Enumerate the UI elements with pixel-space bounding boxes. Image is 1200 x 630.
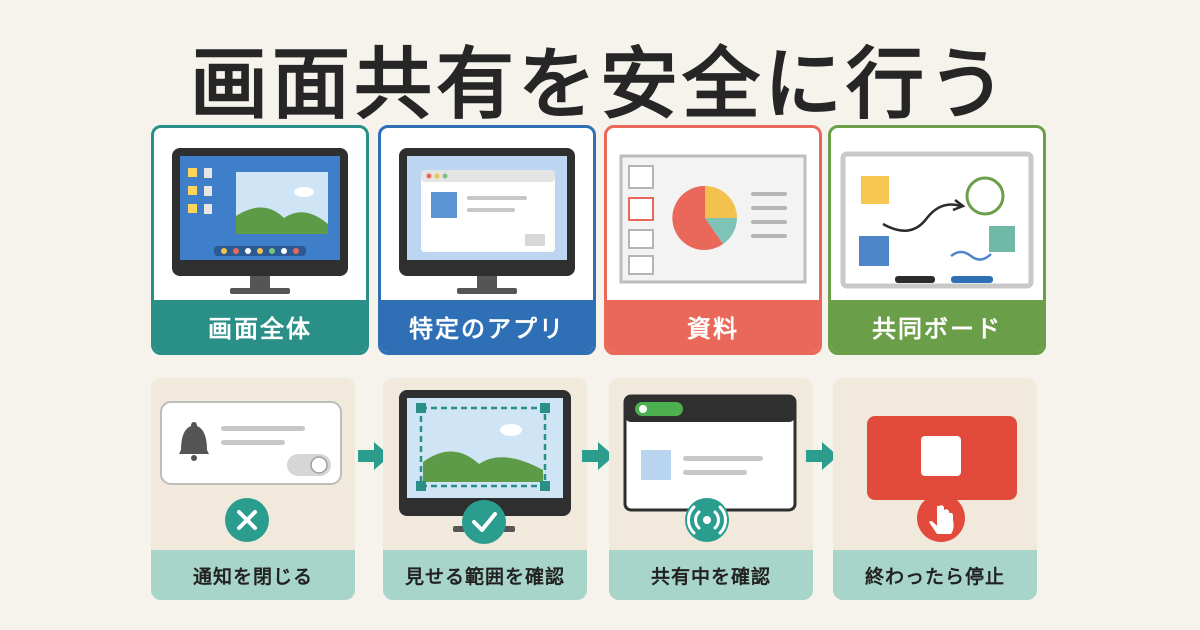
share-option-label: 特定のアプリ xyxy=(381,300,593,352)
share-option-specific-app[interactable]: 特定のアプリ xyxy=(378,125,596,355)
step-confirm-sharing: 共有中を確認 xyxy=(609,378,813,600)
share-option-document[interactable]: 資料 xyxy=(604,125,822,355)
share-option-label: 資料 xyxy=(607,300,819,352)
step-label: 通知を閉じる xyxy=(151,550,355,600)
step-stop-when-done: 終わったら停止 xyxy=(833,378,1037,600)
arrow-right-icon xyxy=(358,442,390,470)
step-label: 共有中を確認 xyxy=(609,550,813,600)
share-option-full-screen[interactable]: 画面全体 xyxy=(151,125,369,355)
share-option-whiteboard[interactable]: 共同ボード xyxy=(828,125,1046,355)
step-confirm-visible-area: 見せる範囲を確認 xyxy=(383,378,587,600)
step-label: 見せる範囲を確認 xyxy=(383,550,587,600)
app-window-monitor-icon xyxy=(399,148,575,294)
stop-button-icon xyxy=(867,416,1017,542)
full-screen-monitor-icon xyxy=(172,148,348,294)
arrow-right-icon xyxy=(806,442,838,470)
presentation-document-icon xyxy=(619,154,807,284)
selection-check-icon xyxy=(399,390,571,544)
share-option-label: 画面全体 xyxy=(154,300,366,352)
step-close-notifications: 通知を閉じる xyxy=(151,378,355,600)
sharing-broadcast-icon xyxy=(623,394,797,542)
whiteboard-icon xyxy=(840,151,1034,289)
share-option-label: 共同ボード xyxy=(831,300,1043,352)
notification-off-icon xyxy=(160,401,342,542)
page-title: 画面共有を安全に行う xyxy=(189,40,1010,130)
step-label: 終わったら停止 xyxy=(833,550,1037,600)
arrow-right-icon xyxy=(582,442,614,470)
